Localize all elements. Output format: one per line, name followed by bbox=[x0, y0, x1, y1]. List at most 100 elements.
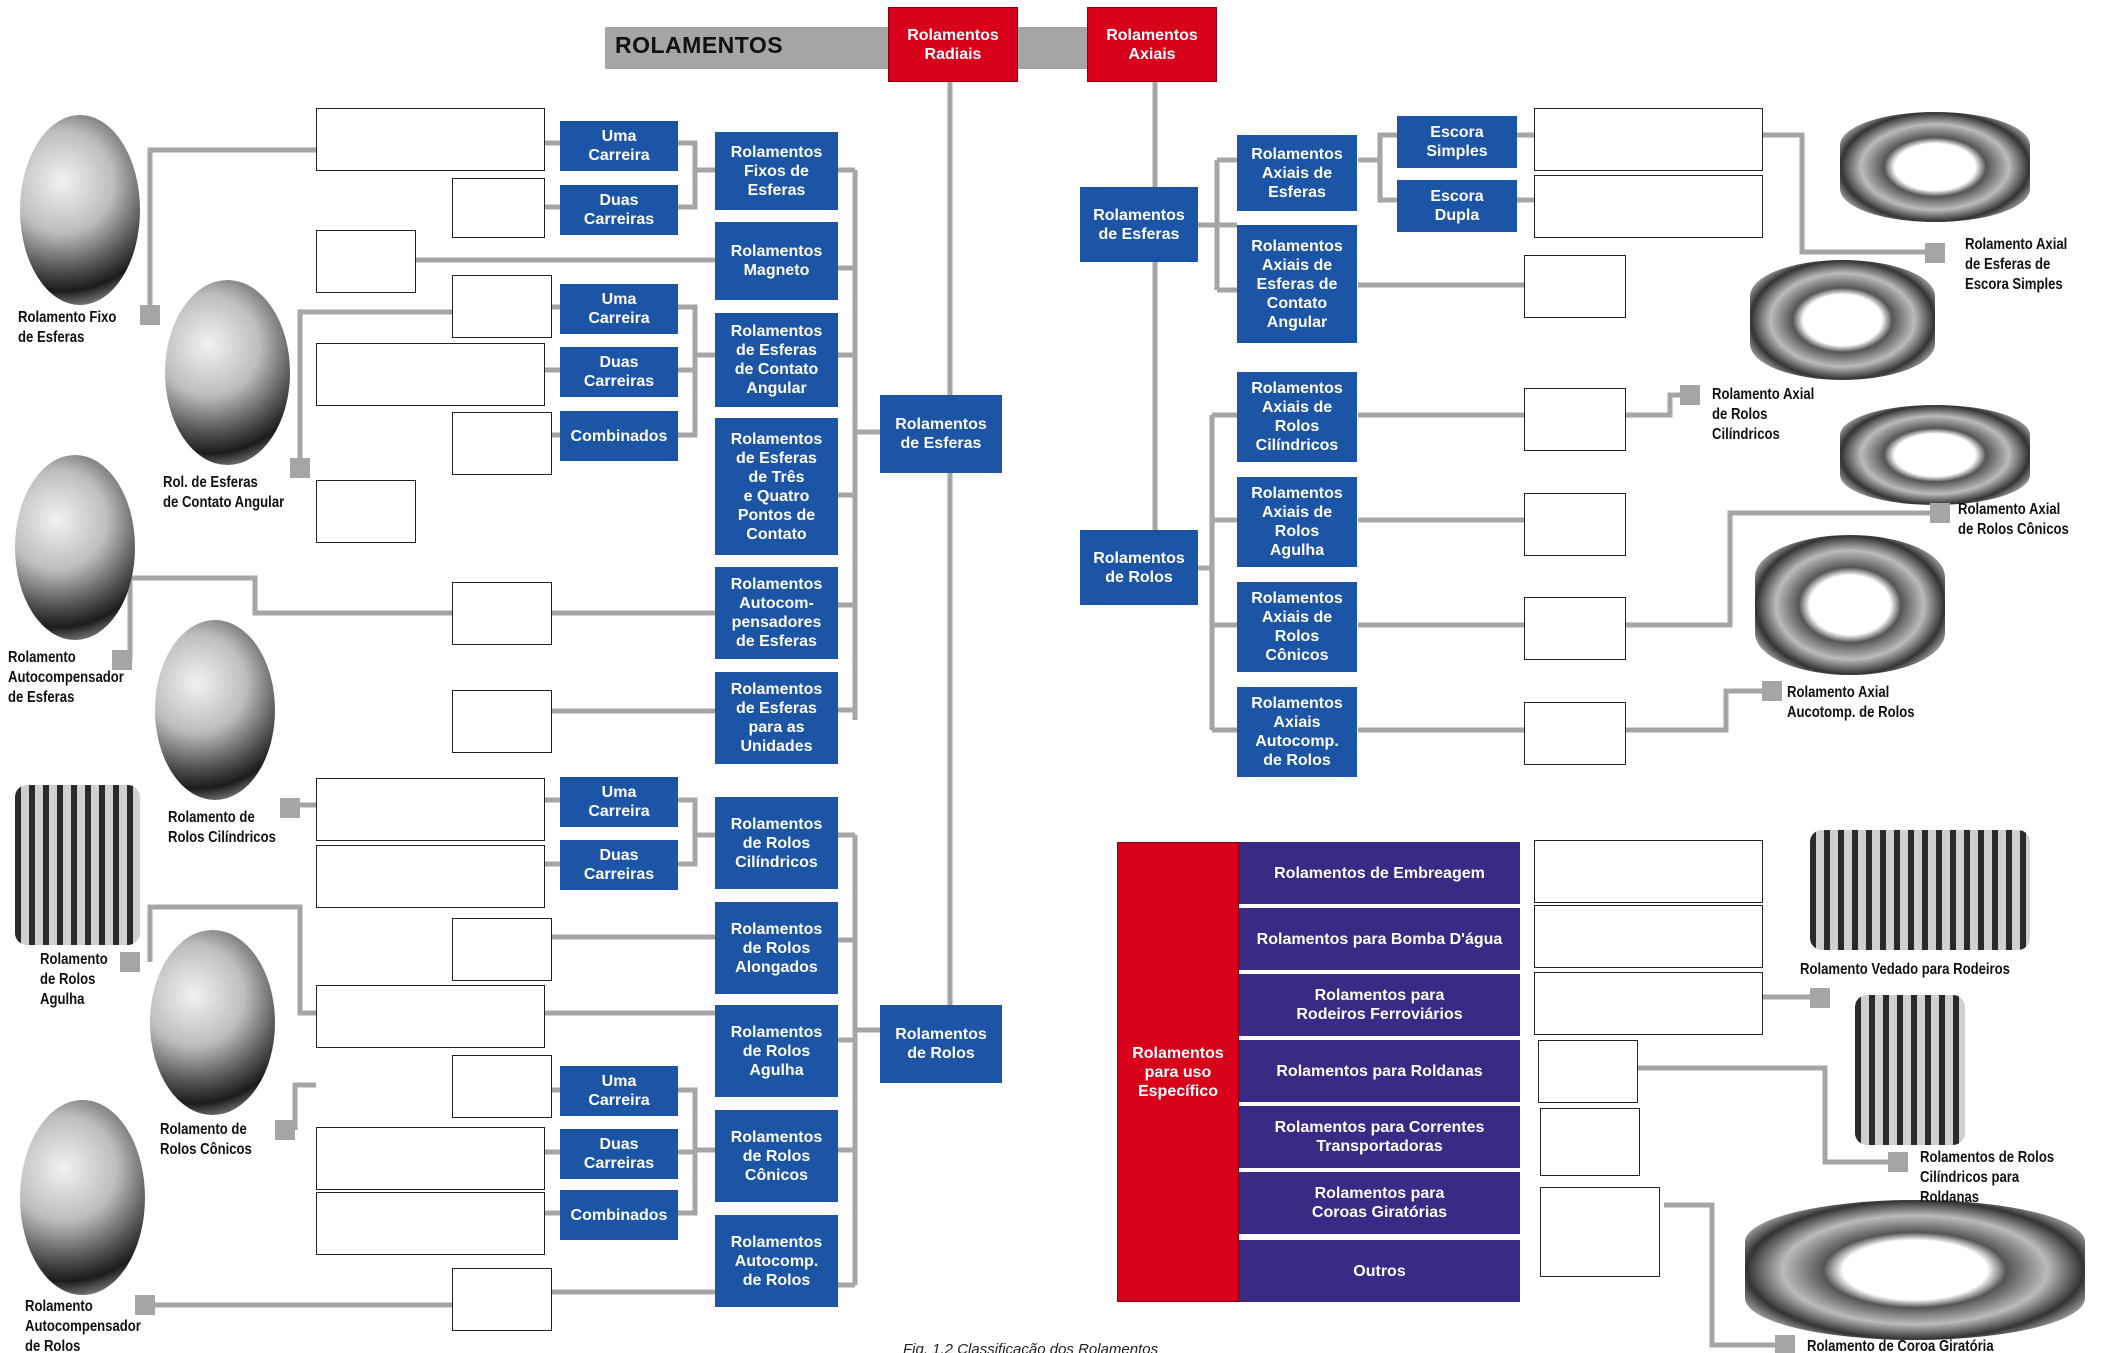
marker-conicos bbox=[275, 1120, 295, 1140]
drawing-fixos-uma bbox=[316, 108, 545, 171]
conicos-uma-carreira: Uma Carreira bbox=[560, 1066, 678, 1116]
especifico-item-3: Rolamentos para Roldanas bbox=[1239, 1040, 1520, 1102]
drawing-autocomp-rolos bbox=[452, 1268, 552, 1331]
photo-autocomp-esferas bbox=[15, 455, 135, 640]
especifico-item-5: Rolamentos para Coroas Giratórias bbox=[1239, 1172, 1520, 1234]
photo-axial-escora bbox=[1840, 112, 2030, 222]
photo-cilindricos bbox=[155, 620, 275, 800]
label-axial-cilindricos: Rolamento Axial de Rolos Cilíndricos bbox=[1712, 386, 1815, 443]
drawing-cilindricos-uma bbox=[316, 778, 545, 841]
figure-caption: Fig. 1.2 Classificação dos Rolamentos bbox=[903, 1341, 1159, 1353]
drawing-cilindricos-duas bbox=[316, 845, 545, 908]
axial-axiais-conicos: Rolamentos Axiais de Rolos Cônicos bbox=[1237, 582, 1357, 672]
drawing-fixos-duas bbox=[452, 178, 545, 238]
drawing-agulha bbox=[316, 985, 545, 1048]
marker-cilindricos bbox=[280, 798, 300, 818]
axial-escora-simples: Escora Simples bbox=[1397, 116, 1517, 168]
drawing-autocomp-esferas bbox=[452, 582, 552, 645]
photo-coroa bbox=[1745, 1200, 2085, 1340]
label-axial-conicos: Rolamento Axial de Rolos Cônicos bbox=[1958, 501, 2069, 538]
radial-unidades: Rolamentos de Esferas para as Unidades bbox=[715, 672, 838, 764]
marker-axial-escora bbox=[1925, 243, 1945, 263]
drawing-escora-simples bbox=[1534, 108, 1763, 171]
especifico-header: Rolamentos para uso Específico bbox=[1117, 842, 1239, 1302]
axial-esferas: Rolamentos de Esferas bbox=[1080, 187, 1198, 262]
marker-autocomp-esferas bbox=[112, 650, 132, 670]
photo-agulha bbox=[15, 785, 140, 945]
label-axial-autocomp: Rolamento Axial Aucotomp. de Rolos bbox=[1787, 684, 1915, 721]
drawing-contato-duas bbox=[316, 343, 545, 406]
axial-axiais-autocomp: Rolamentos Axiais Autocomp. de Rolos bbox=[1237, 687, 1357, 777]
drawing-axial-autocomp bbox=[1524, 702, 1626, 765]
especifico-item-0: Rolamentos de Embreagem bbox=[1239, 842, 1520, 904]
drawing-embreagem bbox=[1534, 840, 1763, 903]
especifico-item-1: Rolamentos para Bomba D'água bbox=[1239, 908, 1520, 970]
drawing-unidades bbox=[452, 690, 552, 753]
radial-fixos: Rolamentos Fixos de Esferas bbox=[715, 132, 838, 210]
drawing-conicos-uma bbox=[452, 1055, 552, 1118]
radial-tres-quatro: Rolamentos de Esferas de Três e Quatro P… bbox=[715, 418, 838, 555]
marker-axial-conicos bbox=[1930, 503, 1950, 523]
drawing-correntes bbox=[1540, 1108, 1640, 1176]
photo-axial-conicos bbox=[1840, 405, 2030, 505]
axial-axiais-esferas: Rolamentos Axiais de Esferas bbox=[1237, 135, 1357, 211]
drawing-tres-quatro bbox=[316, 480, 416, 543]
drawing-axial-contato bbox=[1524, 255, 1626, 318]
axial-rolos: Rolamentos de Rolos bbox=[1080, 530, 1198, 605]
axial-axiais-cilindricos: Rolamentos Axiais de Rolos Cilíndricos bbox=[1237, 372, 1357, 462]
drawing-ferroviarios bbox=[1534, 972, 1763, 1035]
radial-rolos-conicos: Rolamentos de Rolos Cônicos bbox=[715, 1110, 838, 1202]
contato-uma-carreira: Uma Carreira bbox=[560, 284, 678, 334]
drawing-axial-agulha bbox=[1524, 493, 1626, 556]
drawing-contato-uma bbox=[452, 275, 552, 338]
drawing-escora-dupla bbox=[1534, 175, 1763, 238]
drawing-alongados bbox=[452, 918, 552, 981]
label-cilindricos: Rolamento de Rolos Cilíndricos bbox=[168, 809, 276, 846]
drawing-conicos-duas bbox=[316, 1127, 545, 1190]
marker-autocomp-rolos bbox=[135, 1295, 155, 1315]
radial-magneto: Rolamentos Magneto bbox=[715, 222, 838, 300]
fixos-duas-carreiras: Duas Carreiras bbox=[560, 185, 678, 235]
photo-axial-autocomp bbox=[1755, 535, 1945, 675]
photo-autocomp-rolos bbox=[20, 1100, 145, 1295]
drawing-contato-comb bbox=[452, 412, 552, 475]
marker-contato bbox=[290, 458, 310, 478]
radial-header: Rolamentos Radiais bbox=[888, 7, 1018, 82]
marker-fixo bbox=[140, 305, 160, 325]
especifico-item-4: Rolamentos para Correntes Transportadora… bbox=[1239, 1106, 1520, 1168]
conicos-combinados: Combinados bbox=[560, 1190, 678, 1240]
radial-contato-angular: Rolamentos de Esferas de Contato Angular bbox=[715, 313, 838, 407]
marker-roldanas bbox=[1888, 1152, 1908, 1172]
drawing-axial-cilindricos bbox=[1524, 388, 1626, 451]
radial-autocomp-esferas: Rolamentos Autocom- pensadores de Esfera… bbox=[715, 567, 838, 659]
radial-rolos-agulha: Rolamentos de Rolos Agulha bbox=[715, 1005, 838, 1097]
radial-rolos-cilindricos: Rolamentos de Rolos Cilíndricos bbox=[715, 797, 838, 889]
drawing-coroas bbox=[1540, 1187, 1660, 1277]
label-contato: Rol. de Esferas de Contato Angular bbox=[163, 474, 285, 511]
fixos-uma-carreira: Uma Carreira bbox=[560, 121, 678, 171]
label-vedado: Rolamento Vedado para Rodeiros bbox=[1800, 961, 2010, 978]
label-coroa: Rolamento de Coroa Giratória bbox=[1807, 1338, 1994, 1353]
axial-escora-dupla: Escora Dupla bbox=[1397, 180, 1517, 232]
photo-axial-cilindricos bbox=[1750, 260, 1935, 380]
radial-esferas: Rolamentos de Esferas bbox=[880, 395, 1002, 473]
marker-vedado bbox=[1810, 988, 1830, 1008]
axial-axiais-contato: Rolamentos Axiais de Esferas de Contato … bbox=[1237, 225, 1357, 343]
especifico-item-2: Rolamentos para Rodeiros Ferroviários bbox=[1239, 974, 1520, 1036]
marker-axial-cilindricos bbox=[1680, 385, 1700, 405]
label-autocomp-rolos: Rolamento Autocompensador de Rolos bbox=[25, 1298, 141, 1353]
photo-vedado bbox=[1810, 830, 2030, 950]
photo-contato bbox=[165, 280, 290, 465]
photo-conicos bbox=[150, 930, 275, 1115]
label-agulha: Rolamento de Rolos Agulha bbox=[40, 951, 108, 1008]
label-autocomp-esferas: Rolamento Autocompensador de Esferas bbox=[8, 649, 124, 706]
radial-rolos: Rolamentos de Rolos bbox=[880, 1005, 1002, 1083]
drawing-roldanas bbox=[1538, 1040, 1638, 1103]
cilindricos-uma-carreira: Uma Carreira bbox=[560, 777, 678, 827]
cilindricos-duas-carreiras: Duas Carreiras bbox=[560, 840, 678, 890]
label-axial-escora: Rolamento Axial de Esferas de Escora Sim… bbox=[1965, 236, 2068, 293]
drawing-axial-conicos bbox=[1524, 597, 1626, 660]
drawing-magneto bbox=[316, 230, 416, 293]
